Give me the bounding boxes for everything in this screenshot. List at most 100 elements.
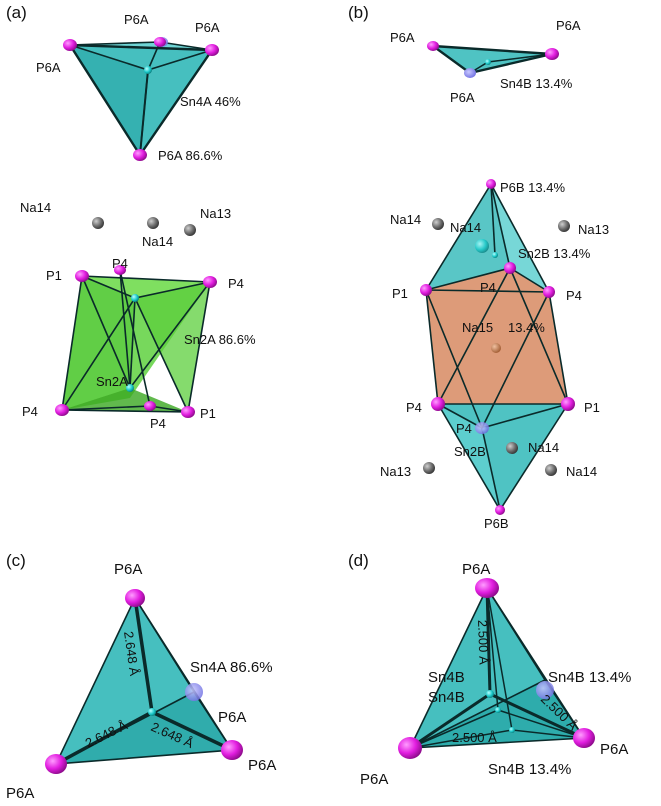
p4-atom [203, 276, 217, 288]
label-p1: P1 [200, 406, 216, 421]
label-p4: P4 [112, 256, 128, 271]
panel-d-label: (d) [348, 551, 369, 570]
p4-atom [504, 262, 516, 274]
label-p4: P4 [456, 421, 472, 436]
panel-b: (b) P6A P6A P6A Sn4B 13.4% [348, 3, 609, 531]
p6a-atom [125, 589, 145, 607]
label-p6a: P6A [462, 561, 490, 578]
label-p6a: P6A [36, 60, 61, 75]
p6a-atom [205, 44, 219, 56]
label-sn4b: Sn4B [428, 669, 465, 686]
na-atom [184, 224, 196, 236]
p6a-atom [133, 149, 147, 161]
na-atom [147, 217, 159, 229]
label-na13: Na13 [380, 464, 411, 479]
p6a-atom [536, 681, 554, 699]
label-na15-pct: 13.4% [508, 320, 545, 335]
p4-atom [431, 397, 445, 411]
p6a-atom [464, 68, 476, 78]
sn4a-atom [144, 66, 152, 74]
label-sn2a-pct: Sn2A 86.6% [184, 332, 256, 347]
p6a-atom [45, 754, 67, 774]
label-na14: Na14 [450, 220, 481, 235]
label-p4: P4 [480, 280, 496, 295]
p4-atom [144, 401, 156, 411]
sn4b-atom [495, 707, 501, 713]
na-atom [545, 464, 557, 476]
label-p1: P1 [392, 286, 408, 301]
label-p1: P1 [584, 400, 600, 415]
label-sn4a-pct: Sn4A 86.6% [190, 659, 273, 676]
label-sn4b-pct: Sn4B 13.4% [548, 669, 631, 686]
label-p6a: P6A [195, 20, 220, 35]
label-na15: Na15 [462, 320, 493, 335]
panel-a: (a) P6A P6A P6A Sn4A 46% P6A 86.6% [6, 3, 256, 431]
p6a-atom [154, 37, 166, 47]
label-na14: Na14 [142, 234, 173, 249]
label-p6a: P6A [114, 561, 142, 578]
p6b-atom [495, 505, 505, 515]
panel-b-top-triangle [427, 41, 559, 78]
p6a-atom [221, 740, 243, 760]
label-p4: P4 [566, 288, 582, 303]
sn4b-atom [509, 727, 515, 733]
na-atom [423, 462, 435, 474]
label-na14: Na14 [390, 212, 421, 227]
label-p4: P4 [228, 276, 244, 291]
label-na13: Na13 [200, 206, 231, 221]
panel-a-label: (a) [6, 3, 27, 22]
label-p6a: P6A [6, 785, 34, 802]
label-sn4b-pct: Sn4B 13.4% [488, 761, 571, 778]
p4-atom [543, 286, 555, 298]
label-p4: P4 [406, 400, 422, 415]
na15-atom [491, 343, 501, 353]
label-sn2b: Sn2B [454, 444, 486, 459]
p1-atom [420, 284, 432, 296]
sn2b-atom [492, 252, 498, 258]
p6a-atom [545, 48, 559, 60]
na-atom [558, 220, 570, 232]
sn2a-atom [131, 294, 139, 302]
label-sn2a: Sn2A [96, 374, 128, 389]
label-na14: Na14 [528, 440, 559, 455]
sn4b-atom [486, 690, 494, 698]
label-p6b-pct: P6B 13.4% [500, 180, 565, 195]
p6a-atom [427, 41, 439, 51]
label-distance: 2.500 Å [452, 730, 497, 745]
p4-atom [475, 422, 489, 434]
panel-b-label: (b) [348, 3, 369, 22]
label-p6b: P6B [484, 516, 509, 531]
p6a-atom [185, 683, 203, 701]
label-sn4b: Sn4B [428, 689, 465, 706]
na-atom [506, 442, 518, 454]
na-atom [432, 218, 444, 230]
panel-a-top-tetrahedron [63, 37, 219, 161]
label-na14: Na14 [566, 464, 597, 479]
label-p6a: P6A [556, 18, 581, 33]
label-na14: Na14 [20, 200, 51, 215]
label-p6a: P6A [450, 90, 475, 105]
label-sn2b-pct: Sn2B 13.4% [518, 246, 591, 261]
na-atom [92, 217, 104, 229]
panel-c-tetrahedron [45, 589, 243, 774]
p1-atom [561, 397, 575, 411]
p4-atom [114, 265, 126, 275]
label-distance: 2.648 Å [121, 630, 142, 677]
label-p6a: P6A [248, 757, 276, 774]
p1-atom [181, 406, 195, 418]
label-p6a-pct: P6A 86.6% [158, 148, 223, 163]
na14-atom [475, 239, 489, 253]
p1-atom [75, 270, 89, 282]
p6a-atom [573, 728, 595, 748]
p6a-atom [475, 578, 499, 598]
panel-d-tetrahedron [398, 578, 595, 759]
sn2a-atom [126, 384, 134, 392]
label-p6a: P6A [218, 709, 246, 726]
label-p6a: P6A [600, 741, 628, 758]
p6a-atom [398, 737, 422, 759]
label-p4: P4 [22, 404, 38, 419]
sn4a-atom [148, 708, 156, 716]
panel-a-sn2a-polyhedron [55, 265, 217, 418]
label-sn4a: Sn4A 46% [180, 94, 241, 109]
